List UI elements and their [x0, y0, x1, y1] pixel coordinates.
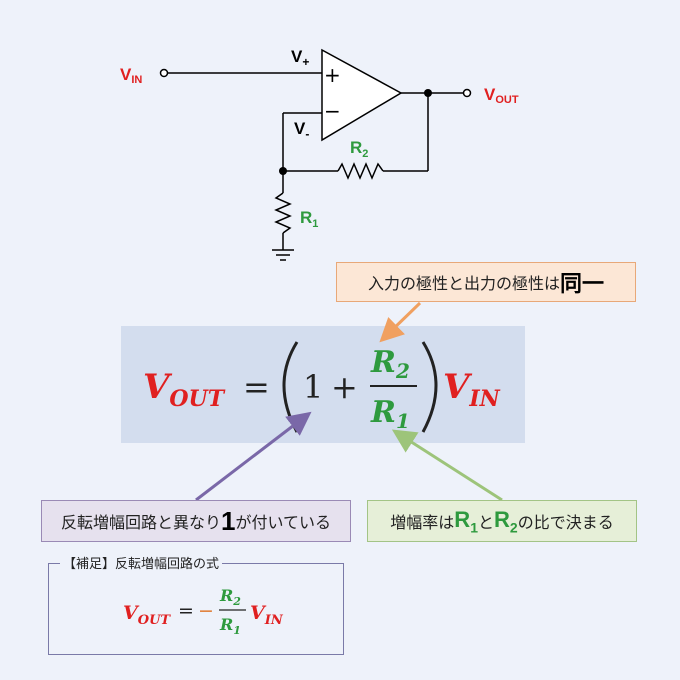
plus-sign: + — [324, 63, 341, 87]
supp-vout: VOUT — [123, 602, 171, 628]
arrow-gain — [391, 429, 503, 502]
vout-terminal-icon — [462, 88, 472, 98]
callout-gain-text-after: の比で決まる — [517, 513, 614, 532]
vminus-label: V- — [294, 119, 309, 141]
callout-gain-r2: R2 — [494, 506, 518, 536]
formula-plus: + — [331, 368, 358, 406]
vout-label: VOUT — [484, 85, 519, 106]
callout-one-text-before: 反転増幅回路と異なり — [60, 513, 221, 532]
supp-minus: − — [198, 600, 214, 622]
callout-one-bold: 1 — [221, 505, 236, 536]
formula-vin: VIN — [443, 367, 501, 412]
callout-gain-text-before: 増幅率は — [390, 513, 455, 532]
callout-same-bold: 同一 — [560, 271, 605, 296]
r2-resistor — [337, 162, 384, 180]
r1-resistor — [274, 192, 292, 234]
supp-vin: VIN — [250, 602, 284, 628]
left-paren — [282, 341, 299, 433]
callout-same-polarity: 入力の極性と出力の極性は同一 — [336, 262, 636, 302]
output-junction-icon — [424, 89, 432, 97]
opamp-triangle — [321, 48, 403, 142]
vplus-label: V+ — [291, 47, 309, 69]
r1-label: R1 — [300, 208, 318, 230]
supp-equals: = — [178, 600, 194, 622]
main-formula: VOUT = 1 + R2 R1 VIN — [143, 341, 501, 433]
callout-same-text: 入力の極性と出力の極性は — [367, 274, 560, 293]
callout-one-text-after: が付いている — [235, 513, 331, 532]
formula-equals: = — [243, 368, 270, 406]
vin-terminal-icon — [159, 68, 169, 78]
opamp-circuit: + − VIN VOUT V+ V- R2 R1 — [120, 47, 519, 261]
main-formula-box — [121, 326, 525, 443]
right-paren — [421, 341, 438, 433]
supp-numerator: R2 — [219, 586, 241, 608]
supplement-formula: VOUT = − R2 R1 VIN — [123, 586, 284, 637]
formula-denominator: R1 — [370, 395, 410, 433]
formula-one: 1 — [303, 368, 323, 406]
r2-label: R2 — [350, 138, 368, 160]
callout-gain-r1: R1 — [454, 506, 478, 536]
supplement-label: 【補足】反転増幅回路の式 — [60, 553, 223, 572]
vin-label: VIN — [120, 65, 142, 86]
minus-sign: − — [324, 99, 341, 123]
formula-vout: VOUT — [143, 367, 226, 412]
callout-gain-mid: と — [477, 513, 494, 532]
formula-numerator: R2 — [370, 345, 410, 383]
node-junction-icon — [279, 167, 287, 175]
supp-denominator: R1 — [219, 615, 241, 637]
